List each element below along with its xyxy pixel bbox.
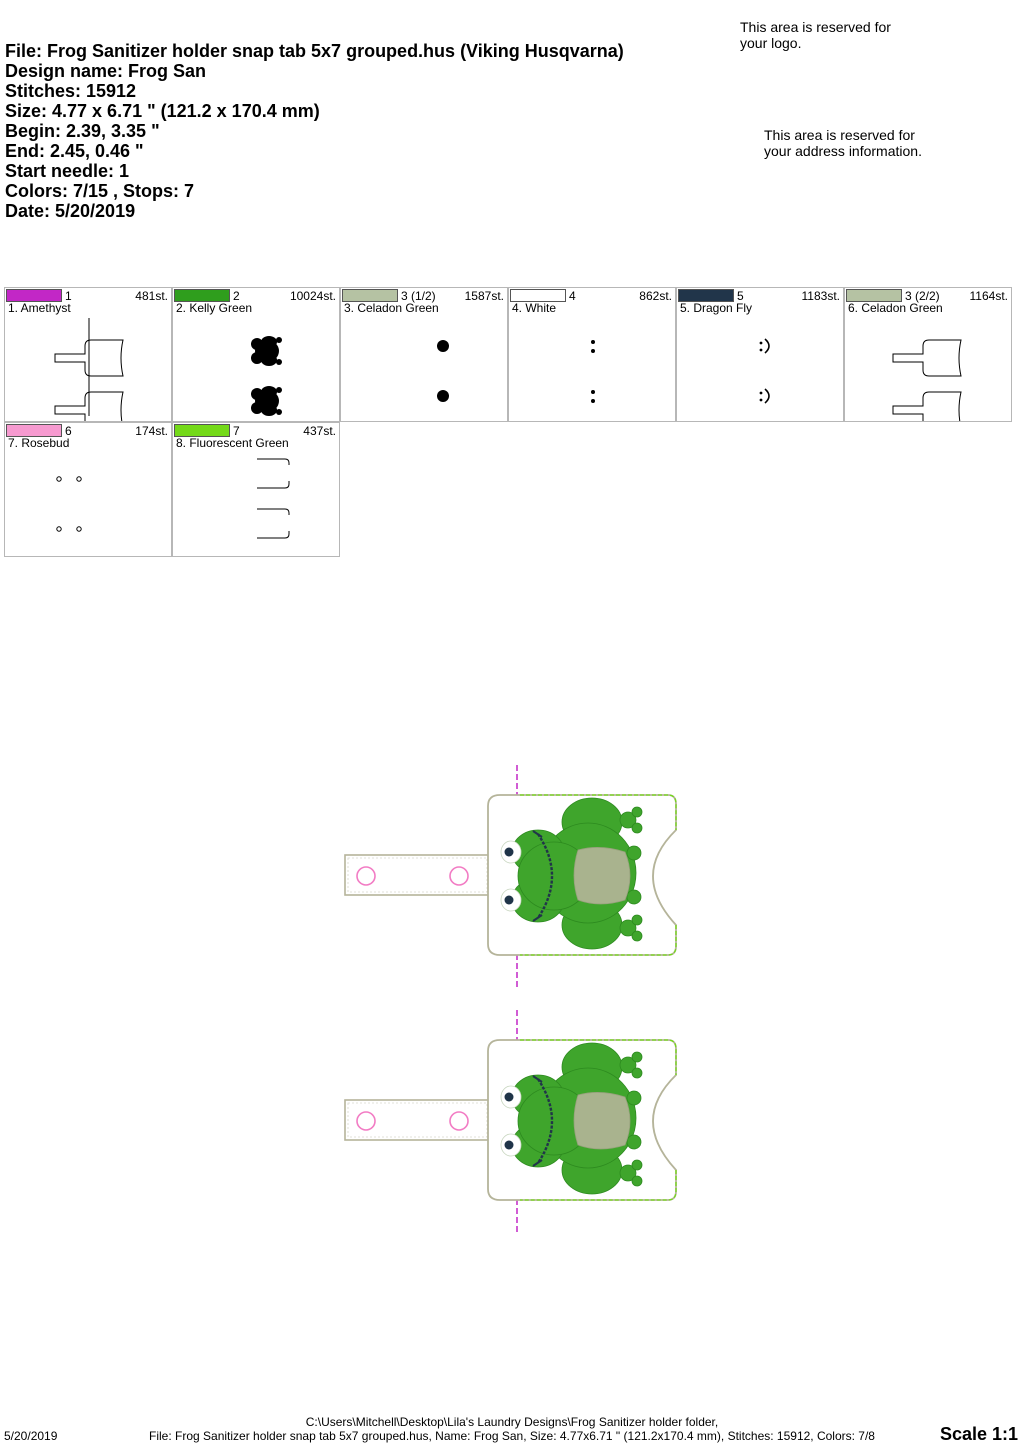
holder-top [343, 763, 678, 992]
color-stop-thumbnail [5, 451, 173, 556]
color-stop-7: 6 174st. 7. Rosebud [4, 422, 172, 557]
color-swatch [174, 424, 230, 437]
color-number: 3 (1/2) [401, 289, 436, 303]
footer-file-text: File: Frog Sanitizer holder snap tab 5x7… [149, 1429, 875, 1443]
color-swatch [342, 289, 398, 302]
color-name: 5. Dragon Fly [680, 301, 753, 315]
color-stitch-count: 1183st. [801, 289, 840, 303]
color-number: 1 [65, 289, 72, 303]
color-swatch [510, 289, 566, 302]
color-name: 7. Rosebud [8, 436, 70, 450]
start-needle: Start needle: 1 [5, 161, 130, 181]
color-stop-thumbnail [173, 316, 341, 421]
end-point: End: 2.45, 0.46 " [5, 141, 144, 161]
color-number: 6 [65, 424, 72, 438]
color-stop-thumbnail [677, 316, 845, 421]
color-number: 4 [569, 289, 576, 303]
holder-bottom [343, 1008, 678, 1237]
design-name: Design name: Frog San [5, 61, 207, 81]
design-size: Size: 4.77 x 6.71 " (121.2 x 170.4 mm) [5, 101, 320, 121]
design-info: File: Frog Sanitizer holder snap tab 5x7… [5, 41, 624, 221]
color-stop-8: 7 437st. 8. Fluorescent Green [172, 422, 340, 557]
color-name: 2. Kelly Green [176, 301, 253, 315]
color-stop-3: 3 (1/2) 1587st. 3. Celadon Green [340, 287, 508, 422]
color-stitch-count: 174st. [135, 424, 168, 438]
color-stop-1: 1 481st. 1. Amethyst [4, 287, 173, 429]
color-name: 4. White [512, 301, 557, 315]
color-stitch-count: 1587st. [464, 289, 504, 303]
color-stop-thumbnail [509, 316, 677, 421]
color-stop-thumbnail [173, 451, 341, 556]
footer-file-info: File: Frog Sanitizer holder snap tab 5x7… [0, 1429, 1024, 1443]
color-swatch [174, 289, 230, 302]
color-number: 5 [737, 289, 744, 303]
design-date: Date: 5/20/2019 [5, 201, 136, 221]
footer-path-text: C:\Users\Mitchell\Desktop\Lila's Laundry… [305, 1415, 719, 1429]
color-stitch-count: 862st. [639, 289, 672, 303]
color-stop-thumbnail [341, 316, 509, 421]
color-name: 3. Celadon Green [344, 301, 439, 315]
color-swatch [846, 289, 902, 302]
address-placeholder-note: This area is reserved for your address i… [764, 127, 922, 159]
color-name: 6. Celadon Green [848, 301, 943, 315]
color-stop-grid: 1 481st. 1. Amethyst 2 10024st. 2. Kelly Gree… [4, 287, 1013, 557]
color-swatch [6, 424, 62, 437]
page-footer: 5/20/2019 C:\Users\Mitchell\Desktop\Lila… [0, 1412, 1024, 1448]
color-number: 3 (2/2) [905, 289, 940, 303]
stitch-count: Stitches: 15912 [5, 81, 137, 101]
design-preview [343, 763, 678, 1237]
logo-placeholder-note: This area is reserved for your logo. [740, 19, 891, 51]
color-stitch-count: 437st. [303, 424, 336, 438]
color-swatch [678, 289, 734, 302]
color-stitch-count: 10024st. [289, 289, 336, 303]
colors-stops: Colors: 7/15 , Stops: 7 [5, 181, 195, 201]
color-stop-2: 2 10024st. 2. Kelly Green [172, 287, 340, 422]
footer-date: 5/20/2019 [4, 1429, 58, 1443]
footer-path: C:\Users\Mitchell\Desktop\Lila's Laundry… [0, 1415, 1024, 1429]
color-stitch-count: 1164st. [969, 289, 1008, 303]
begin-point: Begin: 2.39, 3.35 " [5, 121, 160, 141]
color-name: 1. Amethyst [8, 301, 71, 315]
color-swatch [6, 289, 62, 302]
color-stitch-count: 481st. [135, 289, 168, 303]
color-stop-4: 4 862st. 4. White [508, 287, 676, 422]
color-number: 2 [233, 289, 240, 303]
color-number: 7 [233, 424, 240, 438]
scale-label: Scale 1:1 [939, 1424, 1018, 1444]
color-stop-thumbnail [5, 316, 173, 429]
color-name: 8. Fluorescent Green [176, 436, 289, 450]
file-line: File: Frog Sanitizer holder snap tab 5x7… [5, 41, 624, 61]
color-stop-6: 3 (2/2) 1164st. 6. Celadon Green [844, 287, 1013, 429]
color-stop-thumbnail [845, 316, 1013, 429]
color-stop-5: 5 1183st. 5. Dragon Fly [676, 287, 844, 422]
